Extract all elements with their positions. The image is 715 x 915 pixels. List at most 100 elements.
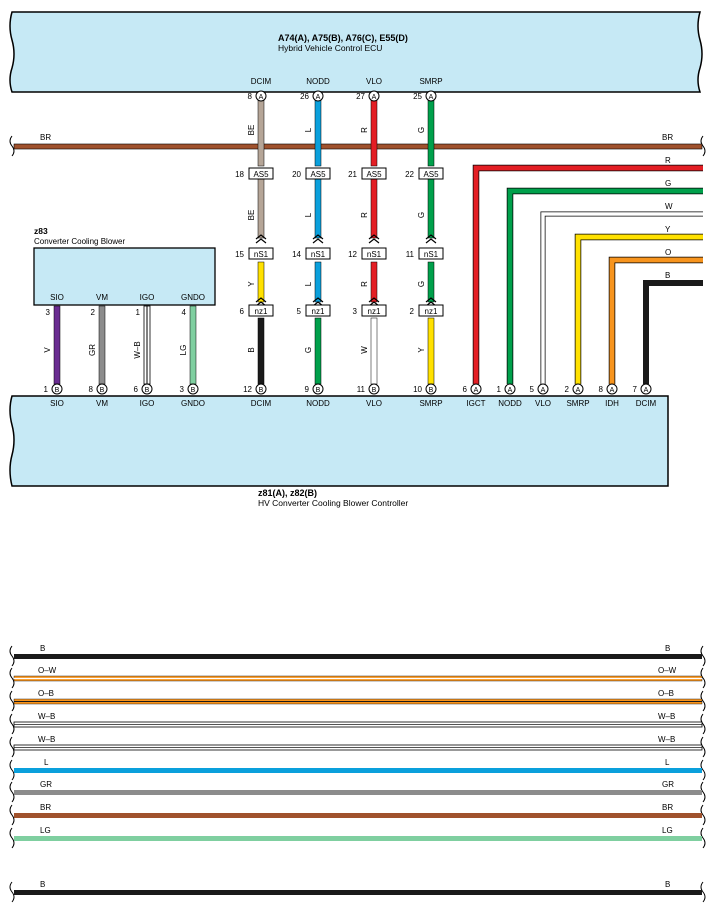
ecu-connectors: A74(A), A75(B), A76(C), E55(D) bbox=[278, 33, 408, 43]
svg-text:B: B bbox=[665, 880, 670, 889]
blower-pin-number: 4 bbox=[182, 308, 187, 317]
connector-ns1 bbox=[305, 247, 331, 260]
c2-name: nS1 bbox=[254, 250, 269, 259]
controller-box bbox=[9, 395, 669, 487]
wire-color-label: Y bbox=[665, 225, 671, 234]
ctrl-pin: 2 bbox=[565, 385, 570, 394]
svg-text:LG: LG bbox=[662, 826, 673, 835]
ctrl-pin-letter: B bbox=[100, 387, 105, 394]
wire-o bbox=[609, 257, 703, 384]
ctrl-pin-letter: A bbox=[644, 387, 649, 394]
svg-text:LG: LG bbox=[40, 826, 51, 835]
svg-text:DCIM: DCIM bbox=[636, 399, 657, 408]
ecu-pin-letter: A bbox=[316, 94, 321, 101]
ctrl-pin: 3 bbox=[180, 385, 185, 394]
blower-box bbox=[33, 247, 216, 306]
wire-color-mid: R bbox=[360, 212, 369, 218]
wire-color-low: L bbox=[304, 281, 313, 286]
ctrl-pin-letter: B bbox=[145, 387, 150, 394]
blower-pin-name: VM bbox=[96, 293, 108, 302]
wire-color-label: W bbox=[665, 202, 673, 211]
hybrid-vehicle-control-ecu: A74(A), A75(B), A76(C), E55(D) Hybrid Ve… bbox=[9, 11, 703, 93]
c3-name: nz1 bbox=[312, 307, 325, 316]
ctrl-pin: 5 bbox=[530, 385, 535, 394]
svg-text:L: L bbox=[44, 758, 49, 767]
wire-color-low: R bbox=[360, 281, 369, 287]
central-wire-group bbox=[257, 99, 435, 385]
converter-cooling-blower: z83 Converter Cooling Blower SIO VM IGO … bbox=[33, 226, 216, 306]
c3-pin: 3 bbox=[353, 307, 358, 316]
wire-g bbox=[507, 188, 703, 384]
c3-pin: 2 bbox=[410, 307, 415, 316]
svg-text:W–B: W–B bbox=[658, 712, 675, 721]
svg-text:VLO: VLO bbox=[366, 399, 382, 408]
line-br bbox=[14, 813, 702, 818]
ctrl-pin-letter: A bbox=[541, 387, 546, 394]
connector-circle bbox=[537, 383, 549, 395]
c1-pin: 22 bbox=[405, 170, 414, 179]
br-bus-wire bbox=[13, 143, 703, 150]
svg-text:IGCT: IGCT bbox=[466, 399, 485, 408]
br-bus: BR BR bbox=[9, 133, 706, 157]
chevron-icon bbox=[425, 234, 437, 244]
line-gr bbox=[14, 790, 702, 795]
c2-name: nS1 bbox=[311, 250, 326, 259]
ctrl-pin: 10 bbox=[413, 385, 422, 394]
svg-text:SMRP: SMRP bbox=[566, 399, 589, 408]
blower-pin-number: 1 bbox=[136, 308, 141, 317]
chevron-icon bbox=[368, 234, 380, 244]
controller-name: HV Converter Cooling Blower Controller bbox=[258, 498, 408, 508]
c3-name: nz1 bbox=[368, 307, 381, 316]
wire-column-nodd bbox=[314, 99, 322, 385]
blower-pin-number: 2 bbox=[91, 308, 96, 317]
line-lg bbox=[14, 836, 702, 841]
wire-color-upper: R bbox=[360, 127, 369, 133]
svg-text:SMRP: SMRP bbox=[419, 399, 442, 408]
c1-pin: 21 bbox=[348, 170, 357, 179]
connector-nz1 bbox=[361, 304, 387, 317]
connector-circle bbox=[255, 90, 267, 102]
controller-connectors: z81(A), z82(B) bbox=[258, 488, 317, 498]
svg-text:W–B: W–B bbox=[658, 735, 675, 744]
wire-color-label: B bbox=[665, 271, 670, 280]
ctrl-pin: 6 bbox=[134, 385, 139, 394]
wire-column-vlo bbox=[370, 99, 378, 385]
connector-circle bbox=[312, 90, 324, 102]
svg-text:O–W: O–W bbox=[38, 666, 57, 675]
wire-color-upper: L bbox=[304, 127, 313, 132]
ctrl-pin: 11 bbox=[357, 385, 366, 394]
svg-text:IGO: IGO bbox=[140, 399, 155, 408]
ctrl-pin: 7 bbox=[633, 385, 638, 394]
hv-converter-cooling-blower-controller: SIO VM IGO GNDO DCIM NODD VLO SMRP IGCT … bbox=[9, 395, 669, 508]
ctrl-pin-letter: B bbox=[372, 387, 377, 394]
wire-color-low: Y bbox=[247, 281, 256, 287]
svg-text:SIO: SIO bbox=[50, 399, 64, 408]
c2-pin: 11 bbox=[406, 250, 415, 259]
wire-color-label: V bbox=[43, 347, 52, 353]
c3-name: nz1 bbox=[425, 307, 438, 316]
ctrl-pin: 8 bbox=[599, 385, 604, 394]
ecu-pin-number: 27 bbox=[356, 92, 365, 101]
blower-name: Converter Cooling Blower bbox=[34, 237, 125, 246]
connector-nz1 bbox=[305, 304, 331, 317]
ctrl-pin-letter: A bbox=[474, 387, 479, 394]
line-l bbox=[14, 768, 702, 773]
connector-as5 bbox=[418, 167, 444, 180]
ctrl-pin: 1 bbox=[44, 385, 49, 394]
wire-b bbox=[643, 280, 703, 384]
ctrl-pin: 1 bbox=[497, 385, 502, 394]
ecu-pin-letter: A bbox=[372, 94, 377, 101]
connector-circle bbox=[504, 383, 516, 395]
c1-name: AS5 bbox=[366, 170, 382, 179]
col-smrp-labels: SMRP 25 A G 22 AS5 G 11 nS1 G 2 nz1 Y 10… bbox=[405, 77, 444, 408]
connector-circle bbox=[187, 383, 199, 395]
col-vlo-labels: VLO 27 A R 21 AS5 R 12 nS1 R 3 nz1 W 11 … bbox=[348, 77, 387, 408]
wire-color-bottom: B bbox=[247, 347, 256, 352]
wire-color-mid: L bbox=[304, 212, 313, 217]
wire-color-label: G bbox=[665, 179, 671, 188]
connector-circle bbox=[255, 383, 267, 395]
svg-text:BR: BR bbox=[662, 803, 673, 812]
col-dcim-labels: DCIM 8 A BE 18 AS5 BE 15 nS1 Y 6 nz1 B 1… bbox=[235, 77, 274, 408]
blower-wire-group: 3 2 1 4 V GR W–B LG 1 B SIO 8 B VM 6 B I… bbox=[43, 305, 205, 408]
